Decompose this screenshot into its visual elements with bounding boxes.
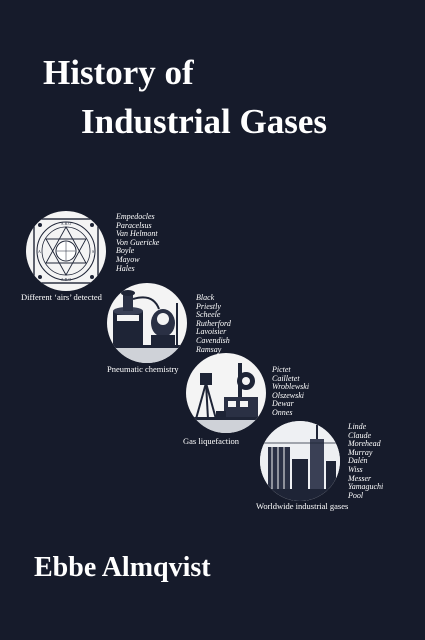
industrial-plant-icon — [260, 421, 340, 501]
svg-text:S: S — [92, 249, 94, 254]
scientist-name: Van Helmont — [116, 229, 158, 239]
scientist-name: Murray — [348, 447, 373, 457]
pneumatic-apparatus-icon — [107, 283, 187, 363]
scientist-name: Rutherford — [196, 318, 231, 328]
svg-text:A.R.O: A.R.O — [61, 277, 72, 282]
title-line-1: History of — [43, 53, 194, 92]
stage-2-caption: Pneumatic chemistry — [107, 364, 179, 374]
alchemy-seal-icon: A.R.O A.R.O A S — [26, 211, 106, 291]
scientist-name: Yamaguchi — [348, 482, 384, 492]
scientist-name: Paracelsus — [116, 220, 152, 230]
scientist-name: Boyle — [116, 246, 135, 256]
stage-1-names: Empedocles Paracelsus Van Helmont Von Gu… — [116, 212, 160, 273]
scientist-name: Dewar — [272, 399, 294, 409]
stage-3-names: Pictet Cailletet Wroblewski Olszewski De… — [272, 365, 310, 418]
author-name: Ebbe Almqvist — [34, 552, 211, 583]
stage-3-caption: Gas liquefaction — [183, 436, 239, 446]
scientist-name: Hales — [116, 263, 135, 273]
stage-4-caption: Worldwide industrial gases — [256, 501, 349, 511]
scientist-name: Cavendish — [196, 335, 230, 345]
scientist-name: Ramsay — [196, 344, 222, 354]
scientist-name: Morehead — [348, 439, 381, 449]
scientist-name: Dalén — [348, 456, 368, 466]
liquefaction-apparatus-icon — [186, 353, 266, 433]
scientist-name: Messer — [348, 473, 372, 483]
scientist-name: Wiss — [348, 464, 363, 474]
scientist-name: Onnes — [272, 407, 293, 417]
svg-text:A.R.O: A.R.O — [61, 221, 72, 226]
scientist-name: Wroblewski — [272, 382, 310, 392]
stage-2-names: Black Priestly Scheele Rutherford Lavois… — [196, 293, 231, 354]
scientist-name: Empedocles — [116, 212, 155, 221]
stage-1-caption: Different ‘airs’ detected — [21, 292, 102, 302]
scientist-name: Claude — [348, 430, 372, 440]
scientist-name: Pictet — [272, 365, 291, 374]
scientist-name: Von Guericke — [116, 237, 160, 247]
svg-text:A: A — [38, 249, 41, 254]
scientist-name: Olszewski — [272, 390, 304, 400]
scientist-name: Scheele — [196, 310, 221, 320]
scientist-name: Priestly — [196, 301, 221, 311]
scientist-name: Pool — [348, 490, 364, 500]
scientist-name: Mayow — [116, 254, 140, 264]
stage-4-names: Linde Claude Morehead Murray Dalén Wiss … — [348, 422, 384, 500]
scientist-name: Lavoisier — [196, 327, 227, 337]
scientist-name: Linde — [348, 422, 367, 431]
title-line-2: Industrial Gases — [81, 102, 328, 141]
scientist-name: Black — [196, 293, 215, 302]
scientist-name: Cailletet — [272, 373, 300, 383]
